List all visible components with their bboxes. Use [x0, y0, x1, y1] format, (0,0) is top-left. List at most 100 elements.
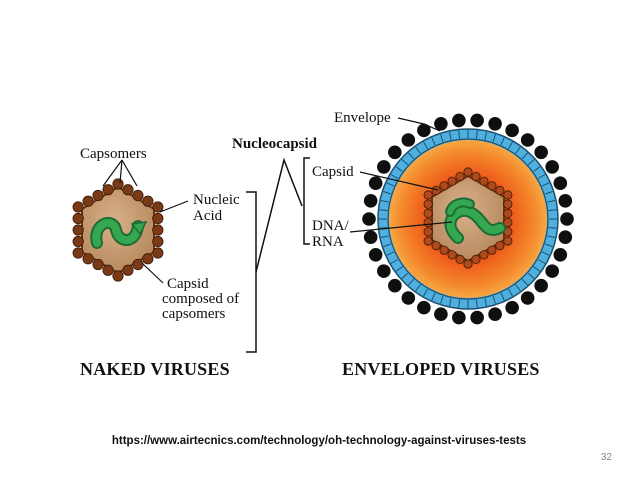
capsomer-bead	[439, 181, 449, 191]
capsomer-bead	[479, 250, 489, 260]
envelope-ring-ticks	[379, 130, 557, 308]
capsomers-label: Capsomers	[80, 146, 147, 162]
capsomer-bead	[82, 253, 94, 265]
capsomer-bead	[463, 259, 473, 269]
envelope-spike	[534, 278, 548, 293]
envelope-spike	[377, 264, 391, 278]
capsomer-bead	[471, 254, 481, 264]
capsomer-bead	[152, 247, 164, 259]
envelope-ring-tick	[508, 141, 513, 150]
envelope-spike	[558, 230, 573, 244]
naked-capsomer-beads	[72, 178, 164, 282]
enveloped-leader-lines	[349, 117, 453, 233]
capsomer-bead	[72, 212, 84, 225]
envelope-inner-edge	[387, 138, 549, 300]
envelope-ring-tick	[544, 243, 553, 247]
naked-virus	[72, 178, 164, 282]
capsomer-bead	[503, 199, 513, 209]
envelope-spike	[558, 194, 573, 208]
envelope-ring-tick	[408, 152, 415, 160]
envelope-ring-tick	[449, 131, 452, 140]
naked-viruses-title: NAKED VIRUSES	[80, 359, 230, 379]
capsomer-bead	[152, 224, 164, 236]
enveloped-capsomer-beads	[423, 167, 513, 269]
envelope-ring-tick	[440, 134, 444, 143]
envelope-spike	[520, 291, 535, 305]
envelope-label: Envelope	[334, 110, 391, 126]
envelope-ring-tick	[386, 182, 395, 187]
envelope-ring-tick	[440, 295, 444, 304]
capsomer-bead	[423, 227, 433, 237]
capsomer-bead	[142, 253, 154, 265]
source-url[interactable]: https://www.airtecnics.com/technology/oh…	[111, 435, 527, 447]
capsomer-bead	[439, 245, 449, 255]
envelope-spike	[545, 160, 559, 174]
envelope-ring-tick	[508, 288, 513, 297]
page-number: 32	[600, 452, 612, 463]
envelope-spike	[368, 176, 383, 191]
envelope-spike	[434, 116, 448, 131]
capsomer-bead	[132, 189, 144, 202]
capsomer-bead	[479, 176, 489, 186]
capsomer-bead	[72, 235, 84, 248]
capsomer-bead	[423, 190, 433, 200]
envelope-ring-tick	[379, 209, 388, 212]
capsomer-bead	[455, 254, 465, 264]
capsomer-bead	[132, 258, 144, 271]
envelope-ring-tick	[415, 284, 421, 292]
envelope-ring-tick	[408, 278, 415, 286]
envelope-spike	[377, 160, 391, 174]
capsomer-bead	[423, 218, 433, 228]
envelope-ring-tick	[449, 298, 452, 307]
envelope-ring-tick	[423, 288, 428, 297]
capsomer-bead	[503, 208, 513, 218]
capsomer-bead	[487, 245, 497, 255]
capsomer-bead	[92, 258, 104, 271]
envelope-spike	[488, 116, 502, 131]
capsomer-bead	[92, 189, 104, 202]
envelope-spikes	[362, 113, 574, 325]
envelope-spike	[520, 133, 535, 147]
envelope-spike	[401, 291, 416, 305]
capsid-label: Capsid	[312, 164, 354, 180]
envelope-ring-tick	[548, 209, 557, 212]
envelope-spike	[534, 145, 548, 160]
envelope-spike	[388, 145, 402, 160]
dna-rna-label-line1: DNA/	[312, 218, 349, 234]
capsomer-bead	[423, 208, 433, 218]
envelope-ring-tick	[500, 292, 505, 301]
envelope-ring-tick	[383, 243, 392, 247]
envelope-ring-tick	[475, 299, 478, 308]
capsomer-bead	[102, 264, 114, 276]
envelope-ring-tick	[547, 235, 556, 238]
envelope-ring-tick	[521, 152, 528, 160]
envelope-ring-tick	[527, 159, 535, 166]
capsomer-bead	[503, 236, 513, 246]
capsomer-bead	[503, 190, 513, 200]
envelope-ring-tick	[458, 130, 461, 139]
envelope-spike	[470, 310, 484, 325]
naked-leader-lines	[102, 159, 189, 284]
envelope-ring-tick	[431, 137, 436, 146]
envelope-spike	[417, 123, 431, 138]
capsomer-bead	[495, 185, 505, 195]
capsomer-bead	[122, 184, 134, 196]
envelope-spike	[488, 307, 502, 322]
envelope-ring-tick	[533, 166, 541, 172]
envelope-spike	[452, 310, 466, 325]
envelope-ring-tick	[521, 278, 528, 286]
capsid-composed-label-line2: composed of	[162, 291, 239, 307]
envelope-ring-tick	[537, 259, 546, 264]
envelope-ring-tick	[492, 134, 496, 143]
envelope-ring-tick	[541, 182, 550, 187]
capsomer-bead	[102, 184, 114, 196]
capsomer-bead	[431, 185, 441, 195]
envelope-spike	[363, 230, 378, 244]
envelope-ring-tick	[390, 259, 399, 264]
capsomer-bead	[142, 195, 154, 207]
capsomer-bead	[112, 270, 124, 282]
envelope-spike	[417, 300, 431, 315]
envelope-ring-tick	[383, 191, 392, 195]
